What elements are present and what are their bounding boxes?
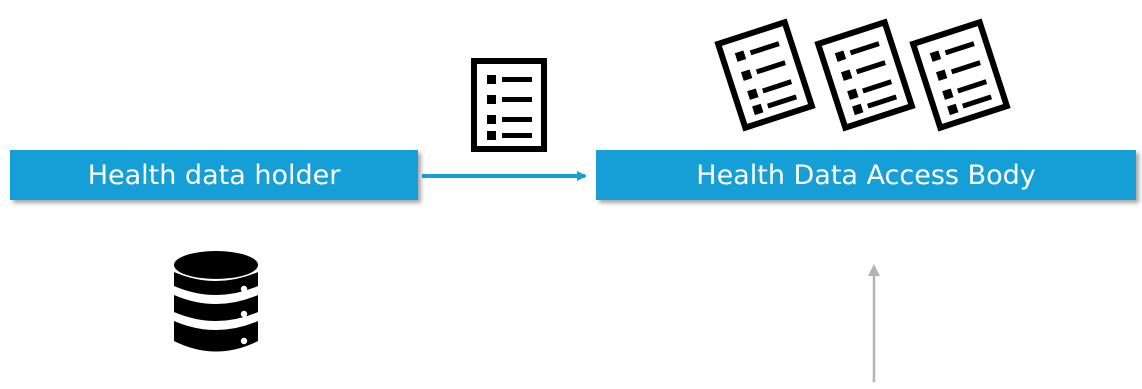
health-data-holder-box: Health data holder xyxy=(10,150,418,200)
documents-icon xyxy=(714,18,1011,132)
health-data-holder-label: Health data holder xyxy=(87,159,341,191)
document-list-icon xyxy=(471,58,547,152)
health-data-access-body-label: Health Data Access Body xyxy=(696,159,1036,191)
health-data-access-body-box: Health Data Access Body xyxy=(596,150,1136,200)
database-icon xyxy=(174,251,258,352)
